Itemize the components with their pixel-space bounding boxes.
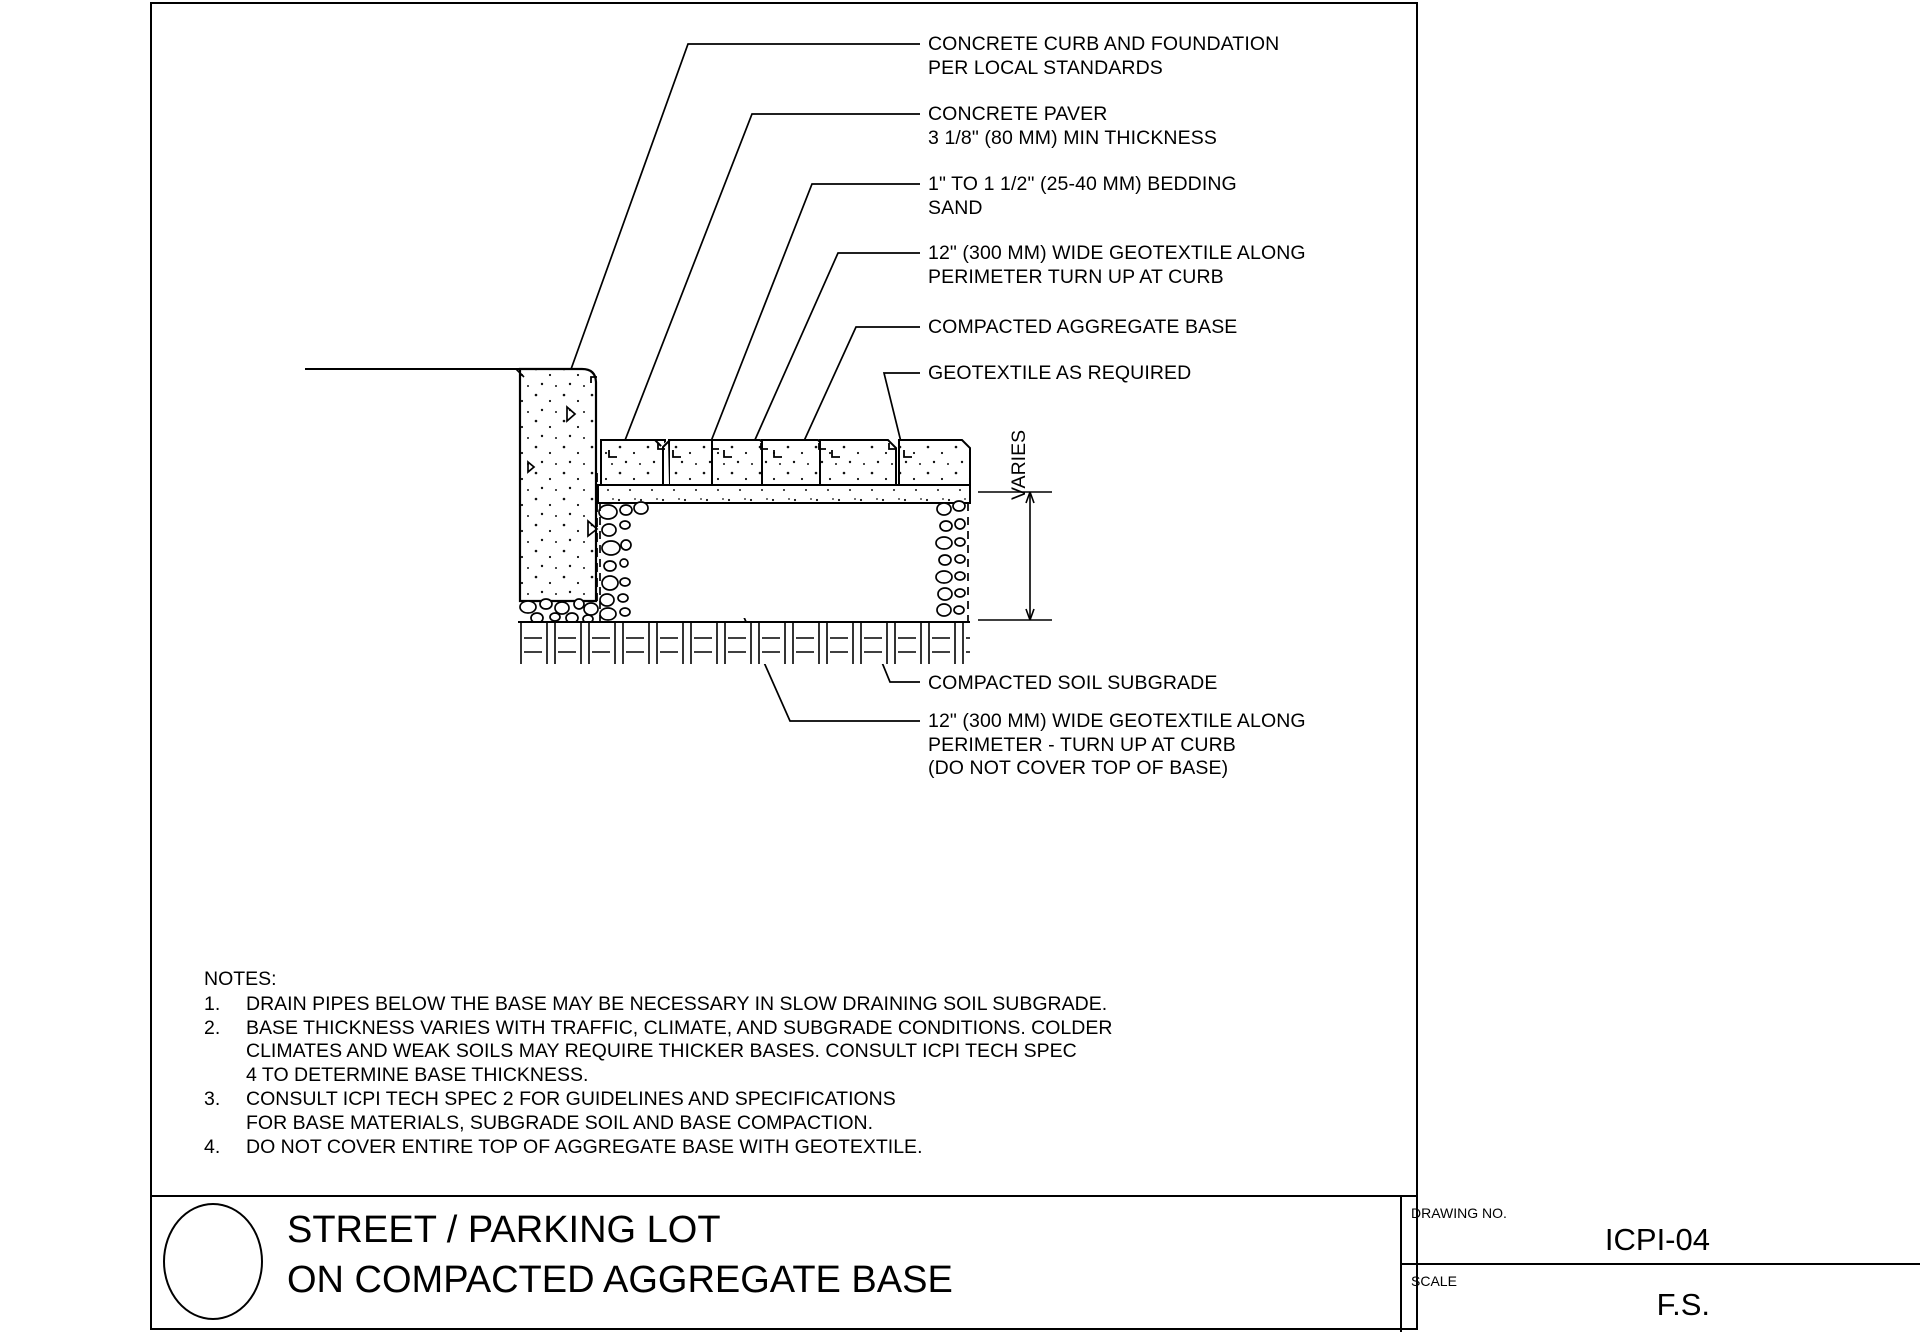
scale-label: SCALE (1411, 1273, 1457, 1289)
title-block-row-rule (1401, 1263, 1920, 1265)
callout-geotextile-perimeter-bottom: 12" (300 MM) WIDE GEOTEXTILE ALONG PERIM… (928, 710, 1306, 779)
callout-compacted-aggregate-base: COMPACTED AGGREGATE BASE (928, 316, 1238, 338)
note-text: DRAIN PIPES BELOW THE BASE MAY BE NECESS… (246, 992, 1108, 1015)
note-number: 4. (204, 1135, 221, 1158)
note-number: 3. (204, 1087, 221, 1110)
callout-geotextile-perimeter-top: 12" (300 MM) WIDE GEOTEXTILE ALONG PERIM… (928, 242, 1306, 288)
note-text: DO NOT COVER ENTIRE TOP OF AGGREGATE BAS… (246, 1135, 923, 1158)
callout-compacted-soil-subgrade: COMPACTED SOIL SUBGRADE (928, 672, 1218, 694)
notes-block: NOTES: 1. DRAIN PIPES BELOW THE BASE MAY… (204, 968, 1112, 1159)
callout-bedding-sand: 1" TO 1 1/2" (25-40 MM) BEDDING SAND (928, 173, 1237, 219)
callout-geotextile-as-required: GEOTEXTILE AS REQUIRED (928, 362, 1192, 384)
varies-dimension-label: VARIES (1008, 429, 1030, 500)
drawing-no-label: DRAWING NO. (1411, 1205, 1507, 1221)
logo-circle (163, 1203, 263, 1320)
note-text: CONSULT ICPI TECH SPEC 2 FOR GUIDELINES … (246, 1087, 896, 1134)
note-number: 1. (204, 992, 221, 1015)
note-item: 1. DRAIN PIPES BELOW THE BASE MAY BE NEC… (204, 993, 1112, 1017)
note-text: BASE THICKNESS VARIES WITH TRAFFIC, CLIM… (246, 1016, 1113, 1087)
note-number: 2. (204, 1016, 221, 1039)
callout-concrete-paver: CONCRETE PAVER 3 1/8" (80 MM) MIN THICKN… (928, 103, 1217, 149)
drawing-no-value: ICPI-04 (1604, 1222, 1710, 1257)
title-block-divider (152, 1195, 1416, 1197)
drawing-title: STREET / PARKING LOT ON COMPACTED AGGREG… (287, 1209, 953, 1301)
notes-heading: NOTES: (204, 968, 277, 990)
note-item: 4. DO NOT COVER ENTIRE TOP OF AGGREGATE … (204, 1136, 1112, 1160)
note-item: 2. BASE THICKNESS VARIES WITH TRAFFIC, C… (204, 1017, 1112, 1088)
callout-concrete-curb-and-foundation: CONCRETE CURB AND FOUNDATION PER LOCAL S… (928, 33, 1280, 79)
scale-value: F.S. (1656, 1287, 1710, 1322)
note-item: 3. CONSULT ICPI TECH SPEC 2 FOR GUIDELIN… (204, 1088, 1112, 1136)
